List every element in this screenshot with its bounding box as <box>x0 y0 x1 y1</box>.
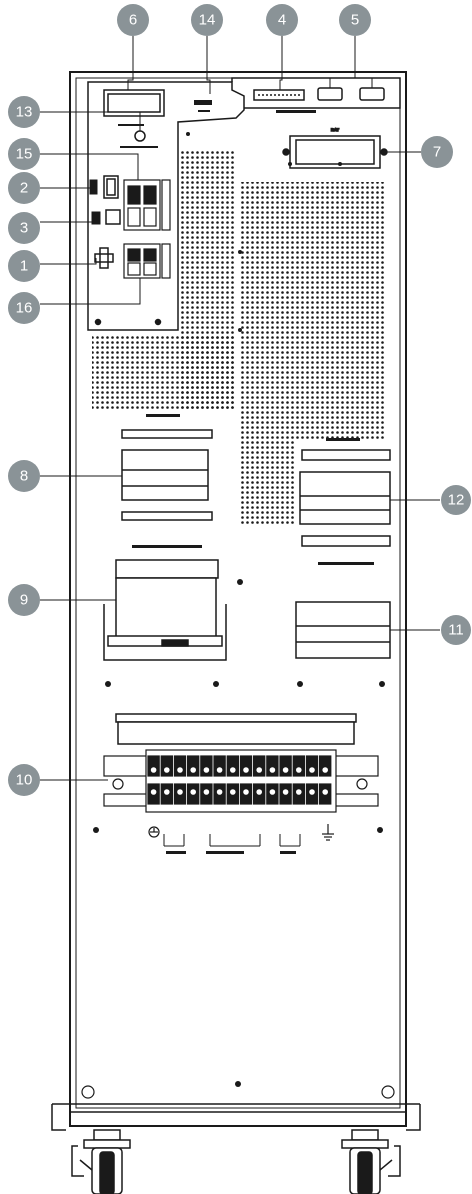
callout-15-label: 15 <box>16 146 33 163</box>
callout-7-label: 7 <box>433 144 441 161</box>
terminal-screw <box>308 787 317 796</box>
callout-12: 12 <box>441 485 471 515</box>
terminal-screw <box>149 787 158 796</box>
terminal-screw <box>215 787 224 796</box>
callout-5: 5 <box>339 4 371 36</box>
bypass-input-breaker <box>295 562 391 659</box>
callout-8: 8 <box>8 460 40 492</box>
callout-15: 15 <box>8 138 40 170</box>
caster-wheel-icon <box>71 1129 131 1194</box>
terminal-screw <box>268 787 277 796</box>
callout-12-label: 12 <box>448 492 465 509</box>
terminal-cover-bar <box>115 713 357 745</box>
terminal-screw <box>215 765 224 774</box>
callout-6-label: 6 <box>129 12 137 29</box>
top-left-plate <box>87 81 245 331</box>
terminal-screw <box>321 765 330 774</box>
terminal-screw <box>242 787 251 796</box>
terminal-screw <box>321 787 330 796</box>
terminal-wiring-labels <box>163 834 301 854</box>
parallel-port <box>94 247 114 269</box>
ground-icon <box>148 824 334 841</box>
terminal-screw <box>255 765 264 774</box>
ventilation-grille <box>92 150 386 526</box>
terminal-screw <box>202 765 211 774</box>
terminal-screw <box>189 765 198 774</box>
rs232-port <box>103 175 119 199</box>
callout-4-label: 4 <box>278 12 286 29</box>
callout-10: 10 <box>8 764 40 796</box>
terminal-screw <box>162 787 171 796</box>
callout-1: 1 <box>8 250 40 282</box>
usb-port <box>89 179 98 195</box>
callout-7: 7 <box>421 136 453 168</box>
network-port <box>91 209 121 225</box>
terminal-screw <box>255 787 264 796</box>
terminal-cell-upper <box>292 755 306 777</box>
terminal-cell-upper <box>200 755 213 777</box>
callout-5-label: 5 <box>351 12 359 29</box>
callout-9-label: 9 <box>20 592 28 609</box>
terminal-cell-upper <box>187 755 200 777</box>
panel-screws <box>93 132 385 1087</box>
callout-16-label: 16 <box>16 300 33 317</box>
callout-9: 9 <box>8 584 40 616</box>
callouts: 6 14 4 5 13 7 15 2 <box>8 4 471 796</box>
base-frame <box>51 1103 421 1131</box>
top-right-connector-panel <box>231 77 401 113</box>
leader-lines <box>40 36 440 781</box>
callout-1-label: 1 <box>20 258 28 275</box>
feet-screws <box>81 1085 395 1099</box>
callout-10-label: 10 <box>16 772 33 789</box>
terminal-screw <box>268 765 277 774</box>
bat-label: BAT <box>331 127 339 132</box>
callout-6: 6 <box>117 4 149 36</box>
callout-14-label: 14 <box>199 12 216 29</box>
caster-wheel-icon <box>341 1129 401 1194</box>
callout-16: 16 <box>8 292 40 324</box>
external-battery-connector: BAT <box>282 126 388 169</box>
output-breaker <box>299 438 391 547</box>
terminal-screw <box>294 765 303 774</box>
callout-13: 13 <box>8 96 40 128</box>
terminal-screw <box>149 765 158 774</box>
callout-8-label: 8 <box>20 468 28 485</box>
terminal-screw <box>189 787 198 796</box>
callout-4: 4 <box>266 4 298 36</box>
callout-14: 14 <box>191 4 223 36</box>
callout-3-label: 3 <box>20 220 28 237</box>
callout-11-label: 11 <box>448 622 464 639</box>
callout-3: 3 <box>8 212 40 244</box>
epo-port <box>134 130 146 142</box>
terminal-screw <box>294 787 303 796</box>
callout-2: 2 <box>8 172 40 204</box>
small-label-marks <box>118 100 212 148</box>
terminal-screw <box>176 765 185 774</box>
terminal-screw <box>281 765 290 774</box>
callout-13-label: 13 <box>16 104 33 121</box>
dip-switch-lower <box>123 243 171 279</box>
terminal-screw <box>162 765 171 774</box>
terminal-screw <box>228 765 237 774</box>
callout-11: 11 <box>441 615 471 645</box>
terminal-screw <box>228 787 237 796</box>
terminal-block <box>103 749 379 813</box>
input-breaker <box>121 414 213 521</box>
terminal-screw <box>308 765 317 774</box>
callout-2-label: 2 <box>20 180 28 197</box>
dip-switch-upper <box>123 179 171 231</box>
terminal-screw <box>176 787 185 796</box>
terminal-screw <box>281 787 290 796</box>
terminal-screw <box>242 765 251 774</box>
maintenance-bypass-switch <box>103 545 227 661</box>
terminal-screw <box>202 787 211 796</box>
